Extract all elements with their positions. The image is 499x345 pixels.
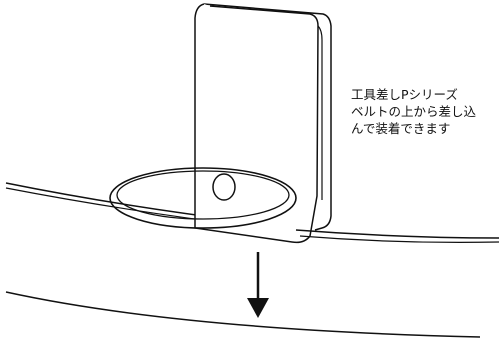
caption-line-3: んで装着できます (351, 121, 451, 136)
belt-right-edge-bottom (299, 235, 499, 243)
clip-holder-icon (194, 3, 332, 244)
clip-fold-line (317, 25, 323, 200)
caption: 工具差しPシリーズ ベルトの上から差し込 んで装着できます (351, 86, 499, 146)
clip-front-plate (194, 3, 319, 244)
ring-icon (109, 167, 297, 229)
clip-back-plate (203, 3, 332, 231)
ring-knob (212, 173, 236, 201)
belt-lower-curve (5, 291, 481, 338)
caption-line-2: ベルトの上から差し込 (351, 104, 477, 119)
caption-line-1: 工具差しPシリーズ (351, 87, 458, 102)
belt-right-edge-top (295, 229, 499, 239)
down-arrow-icon (247, 252, 269, 318)
